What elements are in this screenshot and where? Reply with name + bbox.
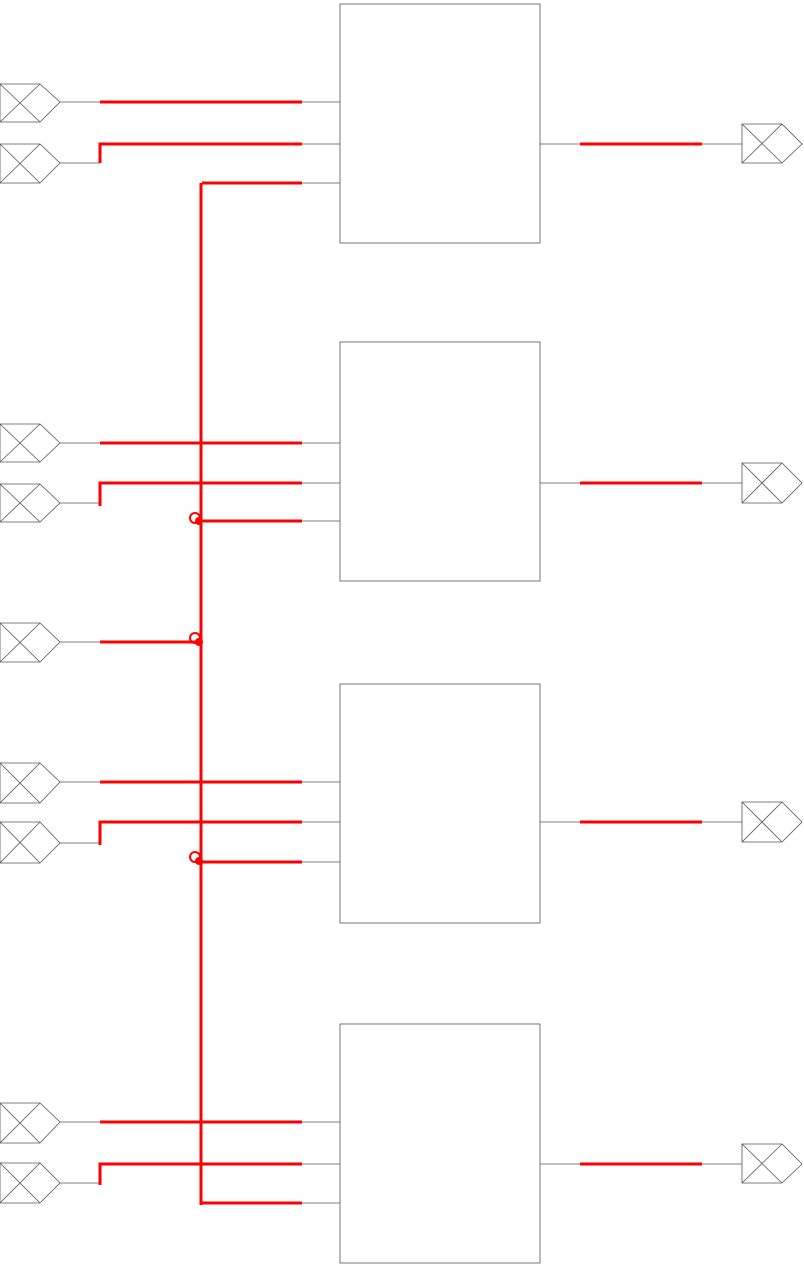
wire-4b: [98, 1162, 302, 1185]
pin-stubs-3: [302, 781, 742, 863]
pin-stubs-4: [302, 1121, 742, 1204]
schematic-group-2: [0, 341, 803, 582]
input-port-1a: [0, 83, 100, 123]
wire-1b: [98, 142, 302, 163]
block-4: [339, 1023, 541, 1264]
block-2: [339, 341, 541, 582]
input-port-3a: [0, 762, 100, 804]
schematic-shared-input: [0, 622, 200, 663]
pin-stubs-2: [302, 442, 742, 522]
input-port-1b: [0, 143, 100, 184]
block-1: [339, 3, 541, 244]
pin-stubs-1: [302, 101, 742, 184]
output-port-2: [741, 462, 803, 504]
input-port-3b: [0, 821, 100, 864]
junction-1: [189, 512, 203, 525]
output-port-3: [741, 801, 803, 843]
junction-2: [189, 632, 203, 646]
output-port-4: [741, 1143, 803, 1184]
block-3: [339, 683, 541, 924]
wire-3b: [98, 820, 302, 845]
input-port-shared: [0, 622, 100, 663]
input-port-2a: [0, 423, 100, 463]
schematic-group-3: [0, 683, 803, 924]
wire-2b: [98, 481, 302, 506]
junction-3: [189, 851, 203, 865]
input-port-4b: [0, 1162, 100, 1204]
input-port-2b: [0, 483, 100, 523]
input-port-4a: [0, 1102, 100, 1144]
schematic-group-4: [0, 1023, 803, 1264]
output-port-1: [741, 123, 803, 164]
schematic-group-1: [0, 3, 803, 244]
